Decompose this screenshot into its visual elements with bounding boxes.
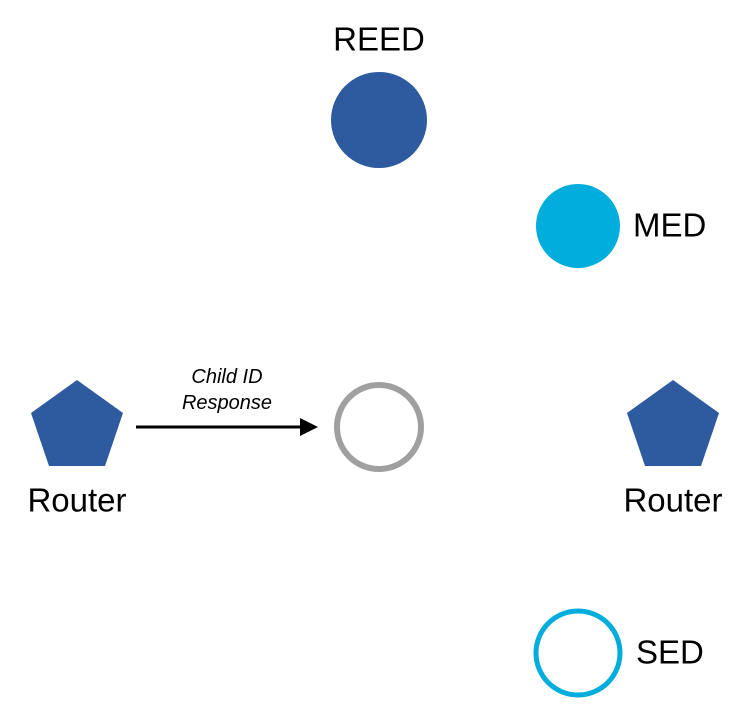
node-router-right[interactable]: Router (623, 380, 723, 519)
router-right-label: Router (623, 482, 722, 519)
router-right-pentagon-icon[interactable] (627, 380, 719, 466)
router-left-label: Router (27, 482, 126, 519)
sed-circle-icon[interactable] (533, 608, 623, 698)
med-circle-icon[interactable] (536, 184, 620, 268)
joining-device-circle-icon[interactable] (334, 382, 424, 472)
router-left-pentagon-icon[interactable] (31, 380, 123, 466)
node-joining-device[interactable] (334, 382, 424, 472)
child-id-response-arrowhead (300, 418, 318, 436)
med-label: MED (633, 207, 706, 244)
reed-label: REED (333, 21, 425, 58)
reed-circle-icon[interactable] (331, 72, 427, 168)
node-med[interactable]: MED (536, 184, 706, 268)
sed-label: SED (636, 634, 704, 671)
node-reed[interactable]: REED (331, 21, 427, 168)
node-sed[interactable]: SED (533, 608, 704, 698)
child-id-response-label-line1: Child ID (191, 366, 262, 388)
child-id-response-label-line2: Response (182, 392, 272, 414)
node-router-left[interactable]: Router (27, 380, 127, 519)
edge-child-id-response[interactable]: Child ID Response (136, 366, 318, 436)
